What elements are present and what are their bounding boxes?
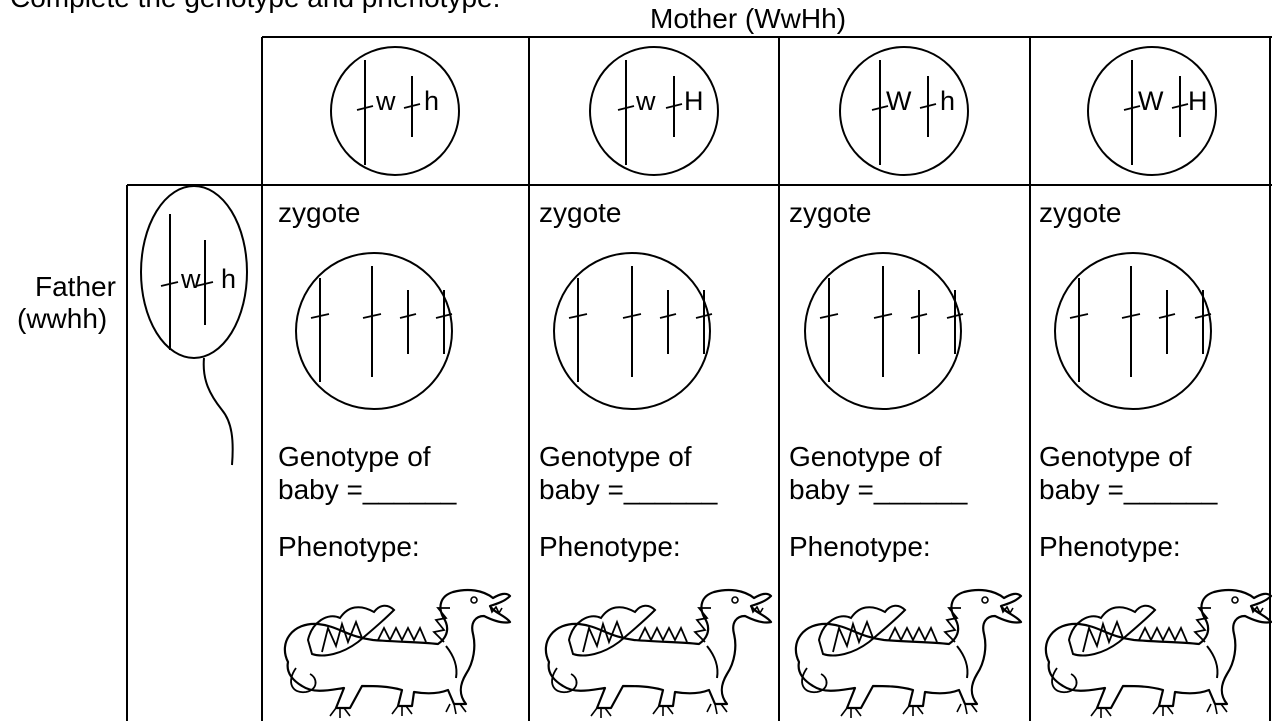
genotype-label: Genotype of: [539, 441, 692, 472]
allele-label: W: [1138, 86, 1164, 116]
allele-label: h: [221, 264, 236, 294]
father-label-line1: Father: [35, 271, 116, 302]
allele-label: w: [635, 86, 656, 116]
allele-label: h: [424, 86, 439, 116]
genotype-blank: baby =______: [1039, 474, 1218, 505]
mother-gamete-Wh: W h: [839, 46, 969, 176]
zygote-circle: [1054, 252, 1212, 410]
zygote-label: zygote: [278, 197, 361, 228]
genotype-blank: baby =______: [539, 474, 718, 505]
genotype-blank: baby =______: [278, 474, 457, 505]
phenotype-label: Phenotype:: [539, 531, 681, 562]
phenotype-label: Phenotype:: [789, 531, 931, 562]
genotype-blank: baby =______: [789, 474, 968, 505]
dragon-sketch-icon: [1044, 588, 1272, 720]
allele-label: w: [375, 86, 396, 116]
table-grid: [126, 36, 1272, 721]
phenotype-label: Phenotype:: [278, 531, 420, 562]
zygote-label: zygote: [1039, 197, 1122, 228]
zygote-circle: [804, 252, 964, 410]
allele-label: w: [180, 264, 201, 294]
allele-label: h: [940, 86, 955, 116]
mother-label: Mother (WwHh): [650, 3, 847, 34]
allele-label: W: [886, 86, 912, 116]
genotype-label: Genotype of: [1039, 441, 1192, 472]
genotype-label: Genotype of: [789, 441, 942, 472]
zygote-label: zygote: [539, 197, 622, 228]
zygote-circle: [295, 252, 453, 410]
dragon-sketch-icon: [544, 588, 773, 720]
zygote-circle: [553, 252, 713, 410]
father-gamete-wh: w h: [140, 185, 248, 466]
mother-gamete-WH: W H: [1087, 46, 1217, 176]
dragon-sketch-icon: [283, 588, 512, 720]
genotype-label: Genotype of: [278, 441, 431, 472]
dragon-sketch-icon: [794, 588, 1023, 720]
allele-label: H: [684, 86, 704, 116]
allele-label: H: [1188, 86, 1208, 116]
mother-gamete-wH: w H: [589, 46, 719, 176]
zygote-label: zygote: [789, 197, 872, 228]
phenotype-label: Phenotype:: [1039, 531, 1181, 562]
mother-gamete-wh: w h: [330, 46, 460, 176]
worksheet-instruction: Complete the genotype and phenotype:: [10, 0, 500, 14]
father-label-line2: (wwhh): [17, 303, 108, 334]
